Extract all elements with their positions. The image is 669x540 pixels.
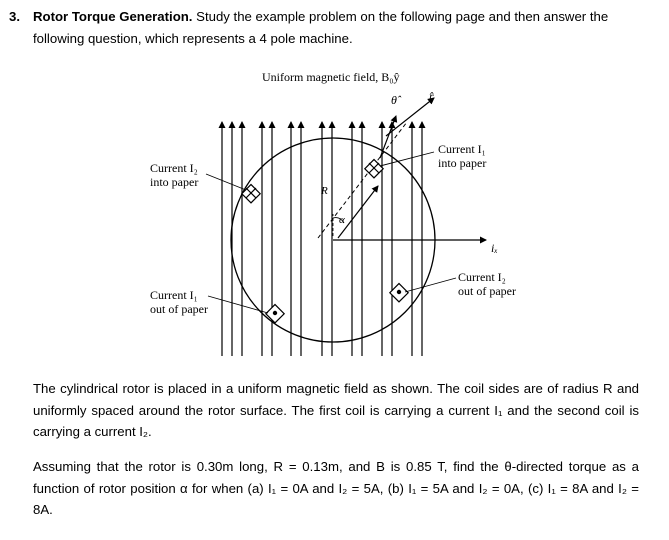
label-alpha: α xyxy=(339,214,345,226)
coil-side-i2-out xyxy=(388,282,410,303)
question-intro-cont: following question, which represents a 4… xyxy=(33,31,353,46)
label-r-hat: r̂ xyxy=(429,89,434,103)
figure-caption: Uniform magnetic field, B₀ŷ xyxy=(262,70,400,84)
label-theta-hat: θ̂ xyxy=(391,93,402,107)
paragraph-description: The cylindrical rotor is placed in a uni… xyxy=(33,381,639,439)
label-current-i2-out: Current I₂ out of paper xyxy=(458,270,516,298)
label-i-x: iₓ xyxy=(491,241,498,255)
label-current-i1-out: Current I₁ out of paper xyxy=(150,288,208,316)
coil-side-i1-into xyxy=(363,158,385,179)
label-R: R xyxy=(320,185,328,197)
paragraph-task: Assuming that the rotor is 0.30m long, R… xyxy=(33,459,639,517)
coil-side-i1-out xyxy=(264,303,286,324)
question-number: 3. xyxy=(9,9,20,24)
label-current-i2-into: Current I₂ into paper xyxy=(150,161,199,189)
label-current-i1-into: Current I₁ into paper xyxy=(438,142,487,170)
coil-side-i2-into xyxy=(240,183,262,204)
question-title: Rotor Torque Generation. xyxy=(33,9,193,24)
question-intro: Study the example problem on the followi… xyxy=(196,9,609,24)
